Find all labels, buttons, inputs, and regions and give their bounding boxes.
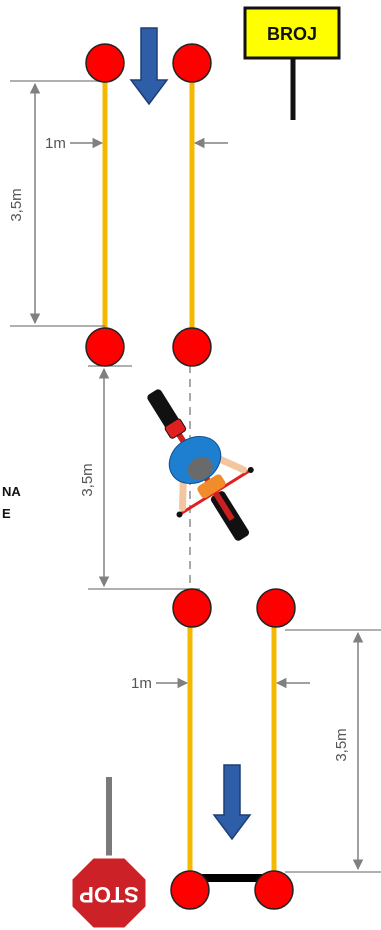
cone-low-left [172,588,212,628]
side-text-line-1: NA [2,484,21,499]
cone-mid-left [85,327,125,367]
cone-bottom-right [254,870,294,910]
cone-top-left [85,43,125,83]
gap-height-dimension: 3,5m [79,365,200,590]
bottom-height-label: 3,5m [333,728,350,761]
cone-low-right [256,588,296,628]
bottom-width-dimension: 1m [131,675,310,692]
top-height-label: 3,5m [8,188,25,221]
stop-sign-octagon [69,855,149,930]
side-text-line-2: E [2,506,11,521]
top-lane-lines [102,62,195,348]
cyclist-icon [147,389,254,541]
sign-board [243,6,341,60]
stop-sign-label: STOP [79,882,139,907]
number-sign: BROJ [243,6,341,120]
cone-mid-right [172,327,212,367]
bottom-lane-lines [187,608,277,890]
cone-bottom-left [170,870,210,910]
stop-sign: STOP [69,777,149,930]
top-width-dimension: 1m [45,135,228,152]
top-height-dimension: 3,5m [8,80,105,327]
gap-height-label: 3,5m [79,463,96,496]
bottom-direction-arrow-icon [212,764,252,841]
bottom-height-dimension: 3,5m [285,629,381,873]
cones [85,43,296,910]
cone-top-right [172,43,212,83]
top-width-label: 1m [45,135,66,152]
bottom-width-label: 1m [131,675,152,692]
sign-label: BROJ [267,24,317,44]
top-direction-arrow-icon [129,27,169,106]
